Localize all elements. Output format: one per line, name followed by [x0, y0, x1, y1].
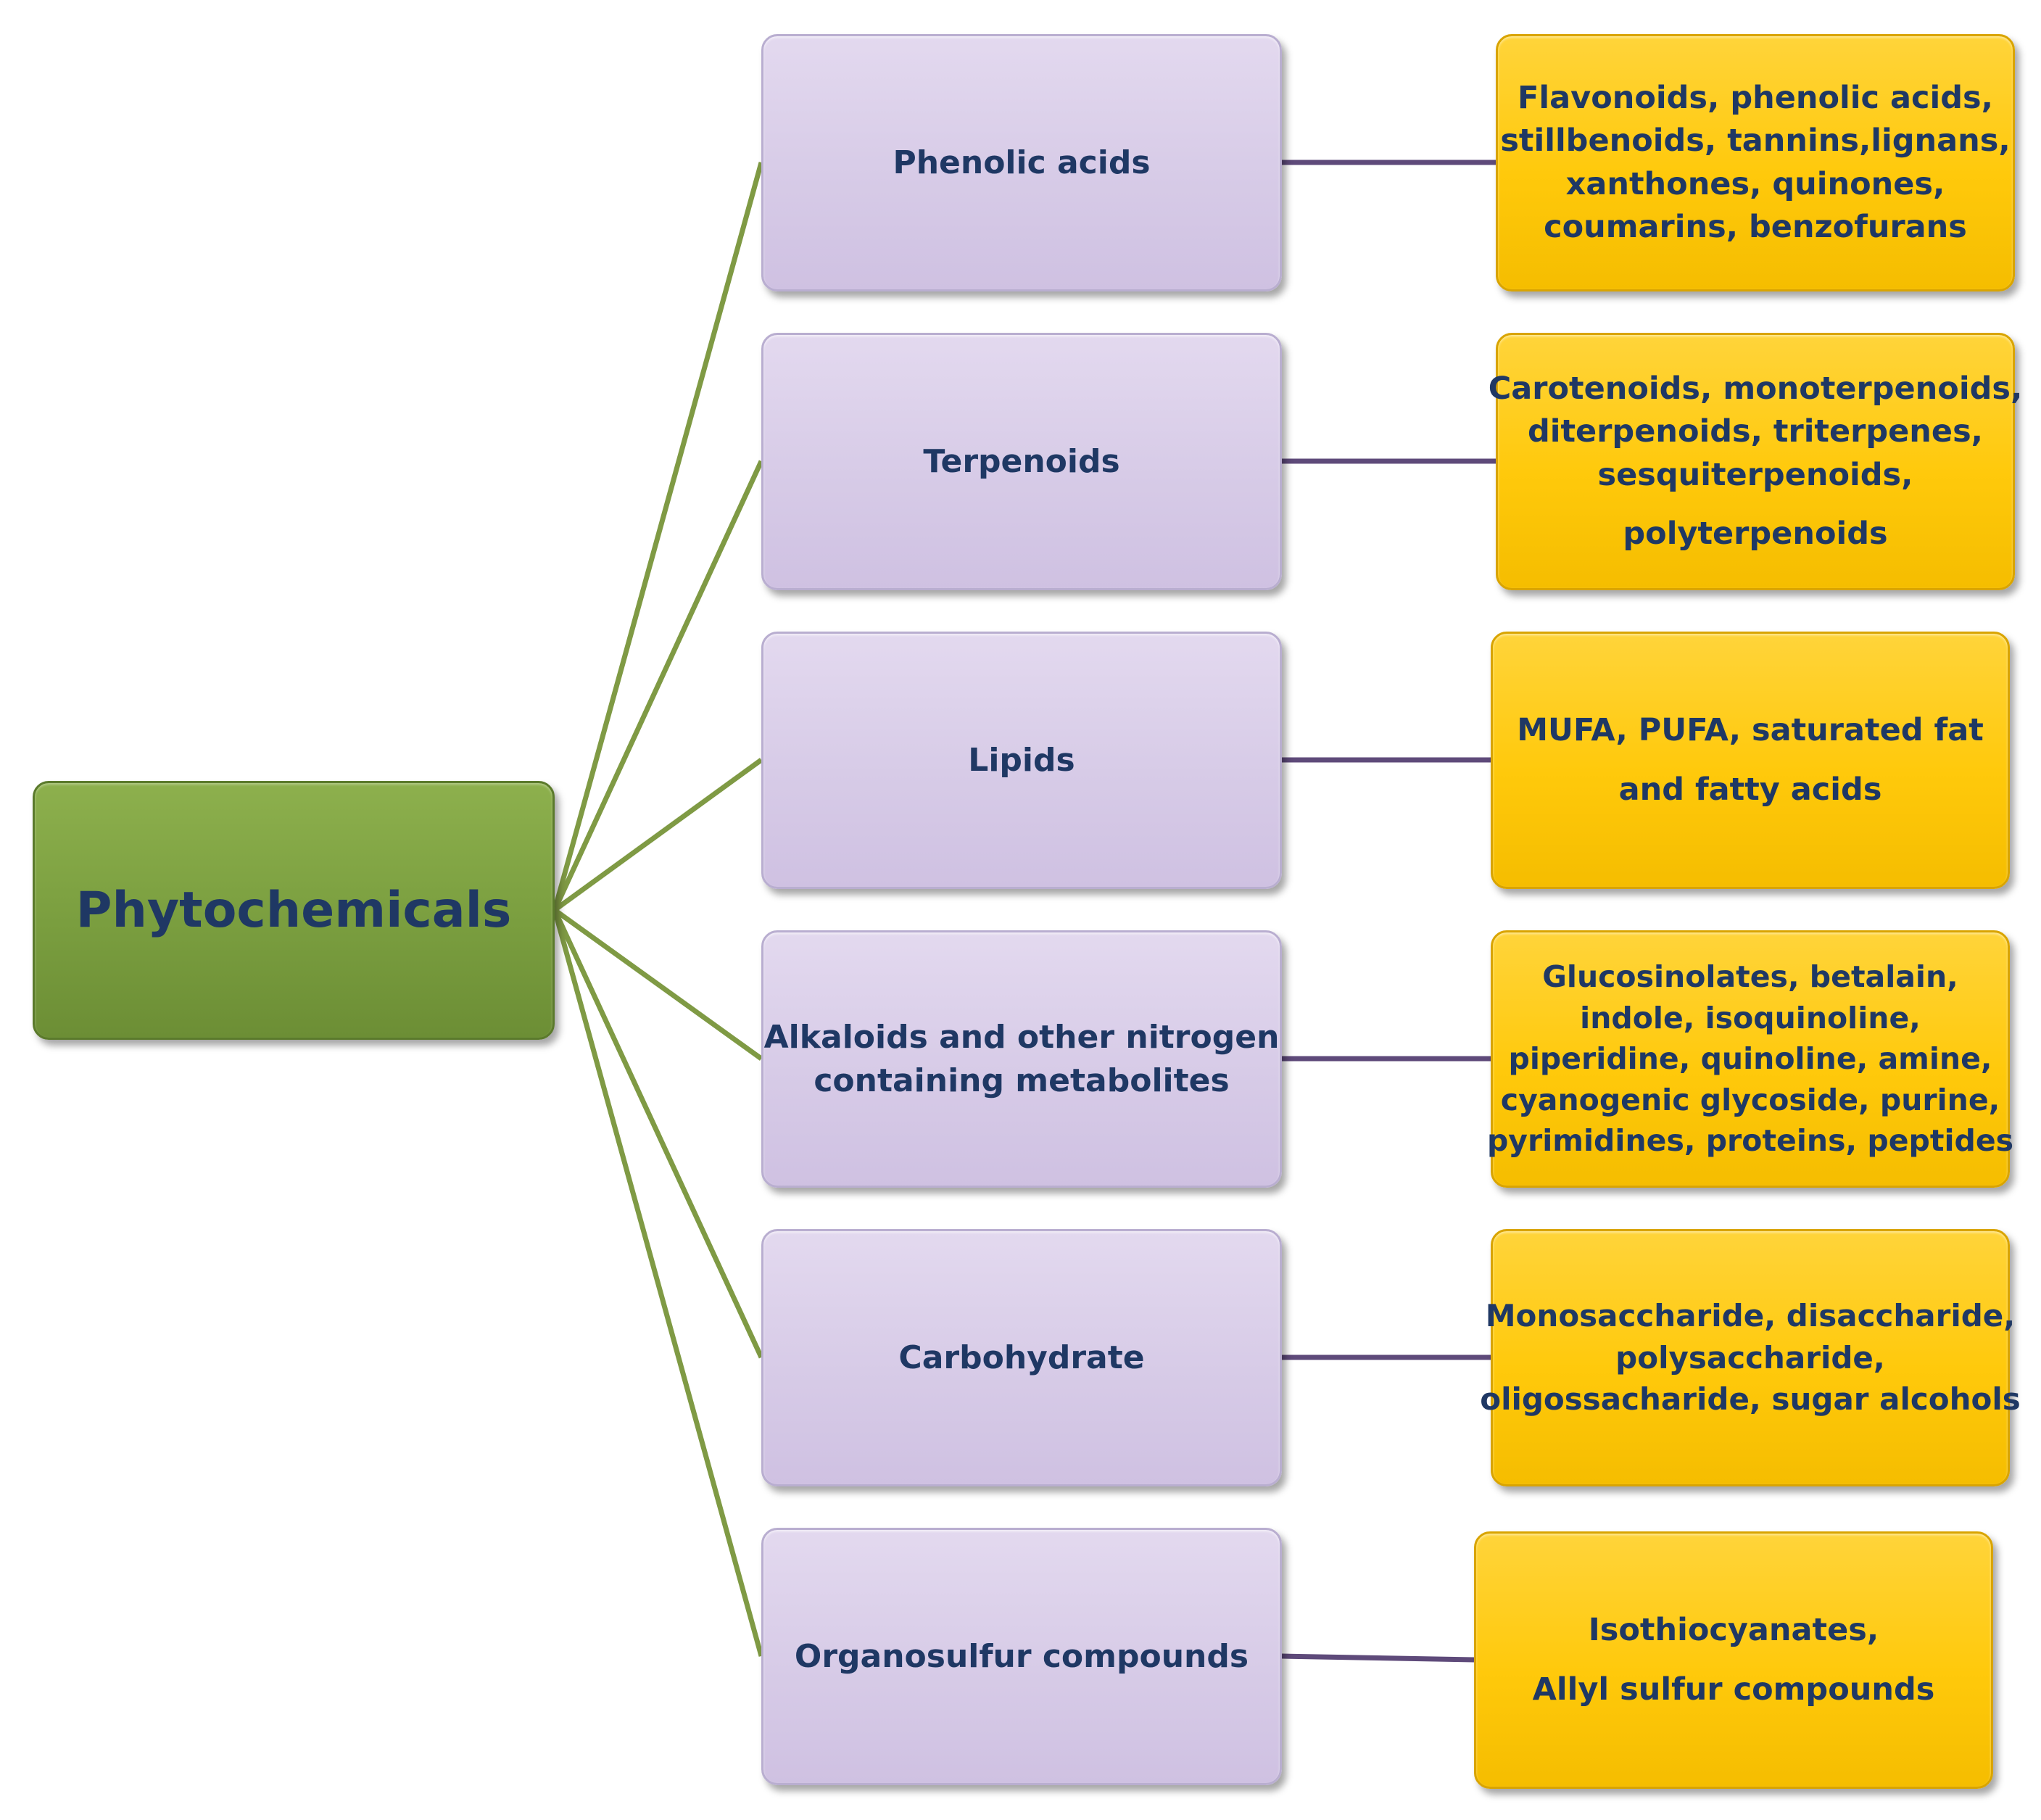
leaf-text-line: cyanogenic glycoside, purine,: [1500, 1082, 2000, 1117]
category-node-organosulfur: Organosulfur compounds: [761, 1528, 1282, 1785]
leaf-text-line: Isothiocyanates,: [1588, 1612, 1879, 1649]
branch-line-organosulfur: [552, 909, 764, 1657]
branch-line-carbohydrate: [552, 909, 764, 1359]
leaf-node-alkaloids: Glucosinolates, betalain, indole, isoqui…: [1487, 930, 2013, 1188]
leaf-text-line: xanthones, quinones,: [1565, 165, 1945, 202]
leaf-text-line: stillbenoids, tannins,lignans,: [1500, 123, 2011, 160]
leaf-text-line: Carotenoids, monoterpenoids,: [1488, 370, 2023, 407]
category-node-alkaloids: Alkaloids and other nitrogen containing …: [761, 930, 1282, 1188]
category-label: Organosulfur compounds: [794, 1637, 1249, 1675]
leaf-node-phenolic-acids: Flavonoids, phenolic acids, stillbenoids…: [1496, 34, 2015, 291]
category-node-terpenoids: Terpenoids: [761, 333, 1282, 590]
leaf-text-line: Monosaccharide, disaccharide,: [1485, 1297, 2016, 1333]
branch-line-lipids: [552, 758, 763, 912]
branch-line-alkaloids: [552, 908, 763, 1061]
category-label: Lipids: [968, 741, 1075, 779]
leaf-text-line: sesquiterpenoids,: [1597, 456, 1913, 493]
leaf-text-line: oligossacharide, sugar alcohols: [1480, 1381, 2021, 1418]
leaf-text-line: piperidine, quinoline, amine,: [1508, 1041, 1992, 1077]
leaf-node-organosulfur: Isothiocyanates, Allyl sulfur compounds: [1474, 1531, 1993, 1789]
category-node-lipids: Lipids: [761, 632, 1282, 889]
root-node-phytochemicals: Phytochemicals: [33, 781, 555, 1040]
leaf-text-line: Glucosinolates, betalain,: [1542, 959, 1958, 995]
branch-line-phenolic-acids: [552, 162, 764, 911]
leaf-line-organosulfur: [1281, 1653, 1475, 1663]
leaf-text-line: diterpenoids, triterpenes,: [1527, 413, 1984, 450]
category-label-line: containing metabolites: [813, 1062, 1230, 1099]
category-node-carbohydrate: Carbohydrate: [761, 1229, 1282, 1486]
leaf-text-line: MUFA, PUFA, saturated fat: [1517, 712, 1984, 749]
leaf-text-line: coumarins, benzofurans: [1544, 208, 1967, 245]
leaf-text-line: Flavonoids, phenolic acids,: [1518, 79, 1993, 116]
leaf-text-line: and fatty acids: [1618, 771, 1882, 808]
root-label: Phytochemicals: [75, 881, 512, 939]
category-label: Carbohydrate: [898, 1339, 1145, 1376]
branch-line-terpenoids: [552, 460, 764, 911]
leaf-text-line: Allyl sulfur compounds: [1532, 1671, 1935, 1708]
category-label: Phenolic acids: [893, 144, 1151, 181]
category-label-line: Alkaloids and other nitrogen: [763, 1019, 1280, 1056]
leaf-text-line: pyrimidines, proteins, peptides: [1486, 1123, 2014, 1159]
leaf-node-lipids: MUFA, PUFA, saturated fat and fatty acid…: [1491, 632, 2010, 889]
leaf-text-line: indole, isoquinoline,: [1580, 1000, 1921, 1035]
category-label: Terpenoids: [923, 442, 1120, 480]
leaf-text-line: polyterpenoids: [1623, 515, 1888, 552]
category-node-phenolic-acids: Phenolic acids: [761, 34, 1282, 291]
leaf-node-carbohydrate: Monosaccharide, disaccharide, polysaccha…: [1480, 1229, 2021, 1486]
leaf-node-terpenoids: Carotenoids, monoterpenoids, diterpenoid…: [1489, 333, 2022, 590]
leaf-text-line: polysaccharide,: [1615, 1339, 1885, 1376]
